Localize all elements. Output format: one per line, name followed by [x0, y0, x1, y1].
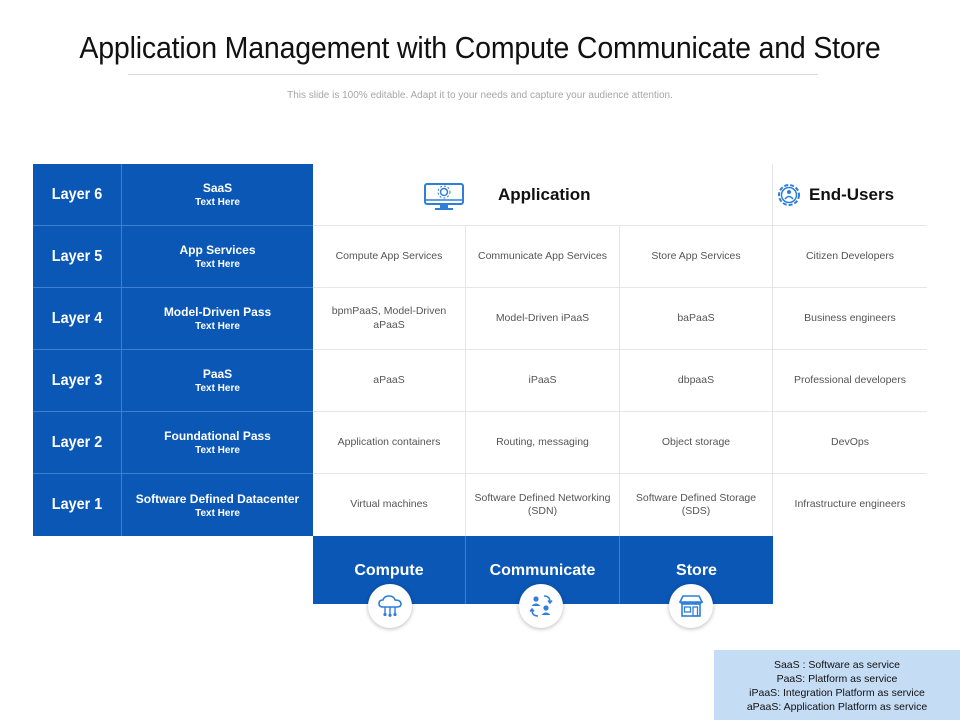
storefront-icon	[669, 584, 713, 628]
layer-4-label: Layer 4	[33, 288, 122, 350]
layer-3-label: Layer 3	[33, 350, 122, 412]
legend-item: PaaS: Platform as service	[776, 673, 898, 685]
service-name: PaaS	[202, 367, 233, 381]
application-header-label: Application	[498, 185, 591, 204]
page-title: Application Management with Compute Comm…	[79, 30, 881, 65]
layer-1-service: Software Defined Datacenter Text Here	[122, 474, 313, 536]
monitor-gear-icon	[424, 183, 464, 210]
legend-item: aPaaS: Application Platform as service	[746, 701, 928, 713]
layer-2-label: Layer 2	[33, 412, 122, 474]
service-name: App Services	[179, 243, 256, 257]
layer-6-service: SaaS Text Here	[122, 164, 313, 226]
table-cell: bpmPaaS, Model-Driven aPaaS	[313, 288, 466, 350]
table-cell: Business engineers	[773, 288, 927, 350]
table-cell: aPaaS	[313, 350, 466, 412]
layer-6-label: Layer 6	[33, 164, 122, 226]
legend-item: iPaaS: Integration Platform as service	[749, 687, 925, 699]
legend-item: SaaS : Software as service	[773, 659, 901, 671]
table-cell: Model-Driven iPaaS	[466, 288, 620, 350]
service-subtext: Text Here	[195, 507, 240, 519]
communicate-column-footer: Communicate	[466, 536, 620, 604]
table-cell: iPaaS	[466, 350, 620, 412]
service-name: Software Defined Datacenter	[135, 491, 300, 506]
table-cell: Software Defined Networking (SDN)	[466, 474, 620, 536]
service-subtext: Text Here	[195, 321, 240, 332]
service-subtext: Text Here	[195, 383, 240, 394]
table-cell: Application containers	[313, 412, 466, 474]
legend-box: SaaS : Software as service PaaS: Platfor…	[714, 650, 960, 720]
end-users-header-label: End-Users	[809, 185, 895, 204]
table-cell: Store App Services	[620, 226, 773, 288]
layer-2-service: Foundational Pass Text Here	[122, 412, 313, 474]
layer-3-service: PaaS Text Here	[122, 350, 313, 412]
table-cell: Software Defined Storage (SDS)	[620, 474, 773, 536]
layer-5-label: Layer 5	[33, 226, 122, 288]
table-cell: Communicate App Services	[466, 226, 620, 288]
application-header: Application	[313, 164, 773, 226]
layer-table: Layer 6 SaaS Text Here Application End-U…	[33, 164, 927, 536]
table-cell: Professional developers	[773, 350, 927, 412]
service-name: Model-Driven Pass	[163, 305, 272, 319]
table-cell: Virtual machines	[313, 474, 466, 536]
service-name: Foundational Pass	[164, 429, 271, 443]
page-subtitle: This slide is 100% editable. Adapt it to…	[287, 90, 673, 101]
service-name: SaaS	[202, 181, 233, 195]
service-subtext: Text Here	[195, 259, 240, 270]
gear-people-icon	[778, 184, 800, 206]
table-cell: Routing, messaging	[466, 412, 620, 474]
table-cell: Compute App Services	[313, 226, 466, 288]
layer-1-label: Layer 1	[33, 474, 122, 536]
title-divider	[128, 74, 818, 75]
end-users-header: End-Users	[773, 164, 927, 226]
table-cell: DevOps	[773, 412, 927, 474]
table-cell: dbpaaS	[620, 350, 773, 412]
layer-4-service: Model-Driven Pass Text Here	[122, 288, 313, 350]
service-subtext: Text Here	[195, 197, 240, 208]
table-cell: Object storage	[620, 412, 773, 474]
table-cell: baPaaS	[620, 288, 773, 350]
layer-5-service: App Services Text Here	[122, 226, 313, 288]
people-exchange-icon	[519, 584, 563, 628]
cloud-network-icon	[368, 584, 412, 628]
service-subtext: Text Here	[195, 445, 240, 456]
table-cell: Citizen Developers	[773, 226, 927, 288]
table-cell: Infrastructure engineers	[794, 498, 906, 511]
